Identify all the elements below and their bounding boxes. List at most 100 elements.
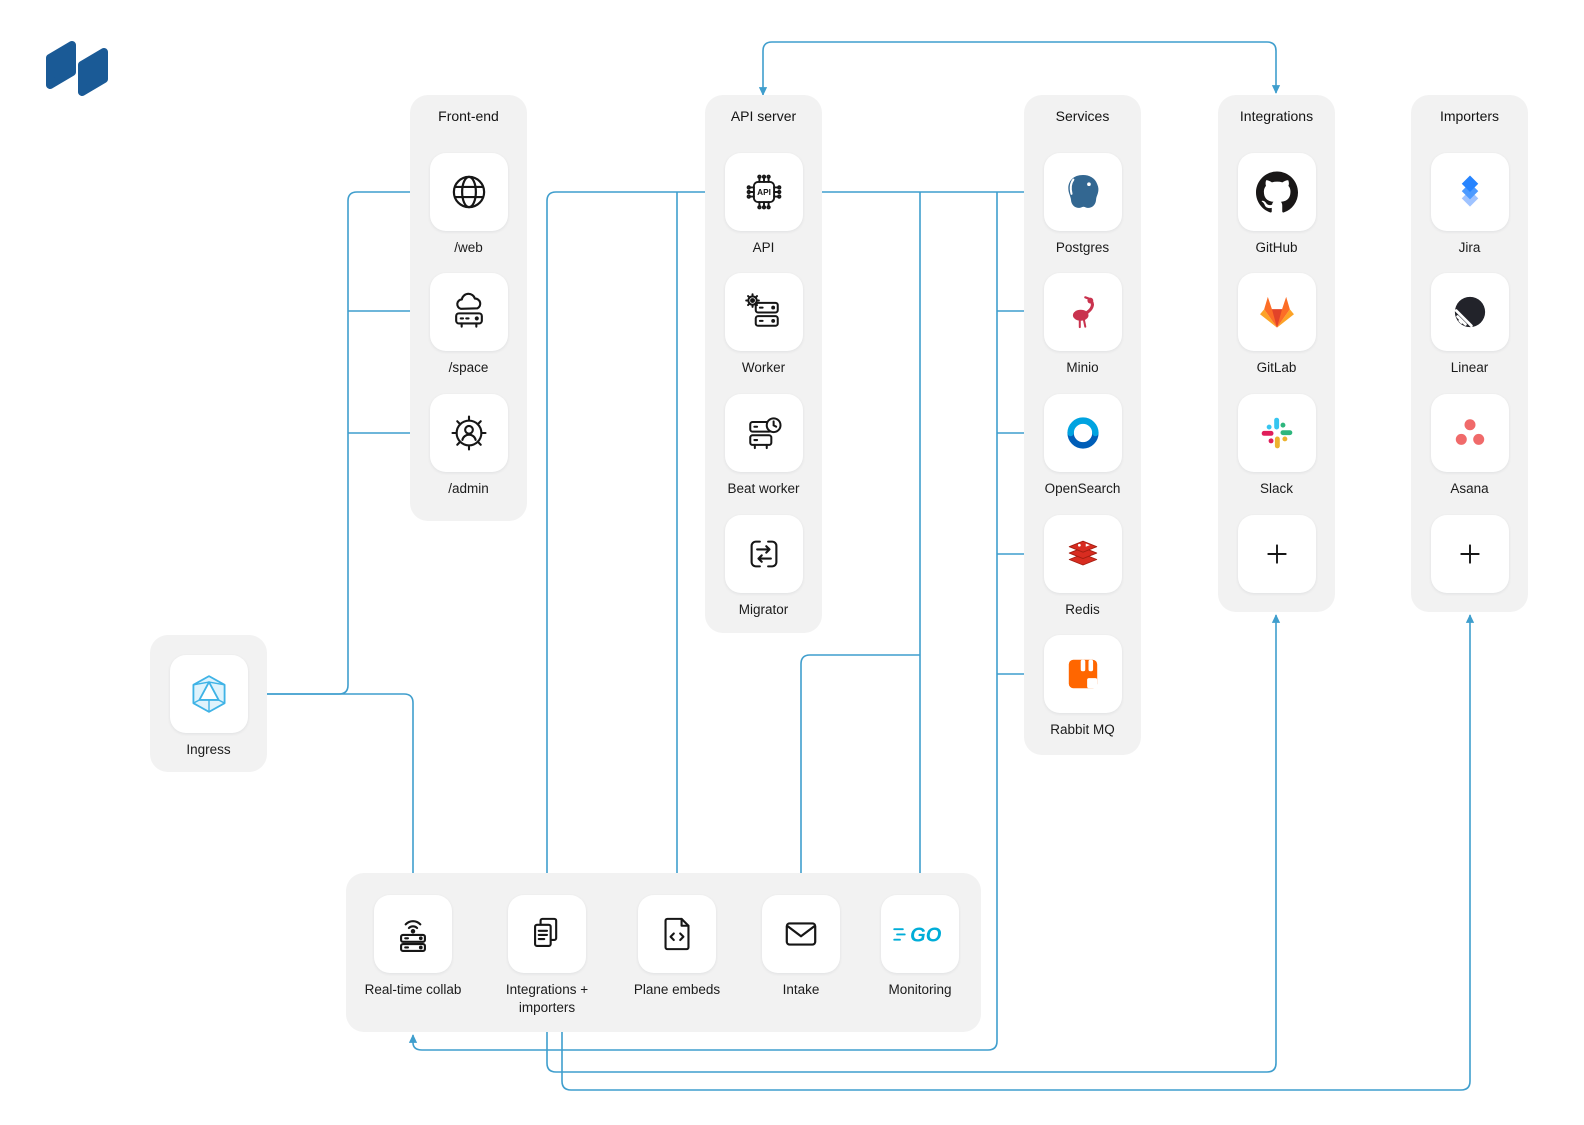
group-importers: Importers Jira Linear	[1411, 95, 1528, 612]
node-card-ingress	[169, 655, 248, 733]
api-chip-icon: API	[746, 174, 781, 210]
node-intake: Intake	[743, 895, 859, 999]
cloud-server-icon	[454, 292, 483, 328]
node-card-gitlab	[1237, 273, 1316, 351]
envelope-icon	[785, 922, 817, 946]
node-asana: Asana	[1414, 394, 1526, 498]
ingress-icon	[192, 675, 225, 713]
node-label: GitHub	[1255, 240, 1298, 255]
go-logo-text: GO	[910, 925, 942, 947]
node-card-web	[429, 153, 508, 231]
redis-icon	[1068, 540, 1097, 566]
node-redis: Redis	[1027, 515, 1139, 619]
node-rabbitmq: Rabbit MQ	[1027, 635, 1139, 739]
group-title: Integrations	[1239, 108, 1314, 124]
node-label: Worker	[741, 360, 786, 375]
node-api: API API	[708, 153, 820, 257]
node-card-redis	[1043, 515, 1122, 593]
node-add-importer	[1414, 515, 1526, 593]
gear-user-icon	[450, 415, 487, 451]
postgres-icon	[1067, 175, 1098, 208]
node-jira: Jira	[1414, 153, 1526, 257]
connector-edge	[758, 41, 1281, 96]
node-add-integration	[1221, 515, 1333, 593]
node-label: /admin	[448, 481, 489, 496]
node-label: OpenSearch	[1044, 481, 1121, 496]
node-postgres: Postgres	[1027, 153, 1139, 257]
node-card-monitoring: GO	[881, 895, 959, 973]
group-ingress: Ingress	[150, 635, 267, 772]
connector-edge	[266, 187, 425, 695]
node-card-minio	[1043, 273, 1122, 351]
node-card-realtime-collab	[374, 895, 452, 973]
node-minio: Minio	[1027, 273, 1139, 377]
node-label: Real-time collab	[364, 982, 462, 997]
node-card-rabbitmq	[1043, 635, 1122, 713]
documents-icon	[534, 917, 558, 947]
connector-edge	[542, 191, 722, 885]
globe-icon	[452, 175, 485, 209]
node-label: /space	[448, 360, 489, 375]
node-monitoring: GO Monitoring	[862, 895, 978, 999]
opensearch-icon	[1066, 417, 1099, 449]
rabbitmq-icon	[1068, 659, 1097, 689]
group-title: Front-end	[438, 108, 499, 124]
node-integrations-importers: Integrations + importers	[489, 895, 605, 1017]
node-card-plane-embeds	[638, 895, 716, 973]
node-label: Redis	[1065, 602, 1100, 617]
node-label: Intake	[782, 982, 820, 997]
gitlab-icon	[1259, 296, 1294, 328]
node-card-asana	[1430, 394, 1509, 472]
node-web: /web	[413, 153, 525, 257]
node-migrator: Migrator	[708, 515, 820, 619]
worker-gear-server-icon	[744, 293, 779, 327]
node-label: Linear	[1450, 360, 1489, 375]
group-runtime: Real-time collab Integrations + importer…	[346, 873, 981, 1032]
plane-logo-icon	[46, 41, 108, 96]
node-beat-worker: Beat worker	[708, 394, 820, 498]
asana-icon	[1455, 419, 1484, 445]
node-label: Rabbit MQ	[1050, 722, 1115, 737]
node-label: Ingress	[186, 742, 231, 757]
beat-clock-server-icon	[748, 417, 782, 450]
linear-icon	[1454, 296, 1485, 328]
node-label: GitLab	[1256, 360, 1297, 375]
node-label: API	[752, 240, 775, 255]
node-realtime-collab: Real-time collab	[355, 895, 471, 999]
node-github: GitHub	[1221, 153, 1333, 257]
group-frontend: Front-end /web /space	[410, 95, 527, 521]
minio-icon	[1072, 296, 1094, 329]
node-card-opensearch	[1043, 394, 1122, 472]
node-card-beat-worker	[724, 394, 803, 472]
node-label: Asana	[1450, 481, 1489, 496]
plane-logo	[40, 34, 140, 109]
group-title: API server	[730, 108, 797, 124]
migrator-swap-icon	[750, 540, 777, 568]
jira-icon	[1461, 175, 1478, 207]
node-label: Integrations + importers	[505, 982, 589, 1015]
plus-icon	[1266, 544, 1287, 564]
node-label: Beat worker	[727, 481, 800, 496]
node-card-linear	[1430, 273, 1509, 351]
go-icon: GO	[893, 925, 942, 947]
group-api-server: API server API API	[705, 95, 822, 633]
node-plane-embeds: Plane embeds	[619, 895, 735, 999]
node-label: Postgres	[1055, 240, 1110, 255]
node-card-space	[429, 273, 508, 351]
slack-icon	[1261, 417, 1292, 449]
node-gitlab: GitLab	[1221, 273, 1333, 377]
node-card-slack	[1237, 394, 1316, 472]
plus-icon	[1459, 544, 1480, 564]
group-services: Services Postgres Minio	[1024, 95, 1141, 755]
code-file-icon	[664, 917, 690, 951]
node-label: /web	[454, 240, 483, 255]
node-linear: Linear	[1414, 273, 1526, 377]
github-icon	[1255, 171, 1298, 213]
connector-edge	[266, 693, 418, 885]
node-opensearch: OpenSearch	[1027, 394, 1139, 498]
group-title: Services	[1055, 108, 1110, 124]
node-card-migrator	[724, 515, 803, 593]
node-label: Minio	[1066, 360, 1099, 375]
node-space: /space	[413, 273, 525, 377]
node-card-jira	[1430, 153, 1509, 231]
